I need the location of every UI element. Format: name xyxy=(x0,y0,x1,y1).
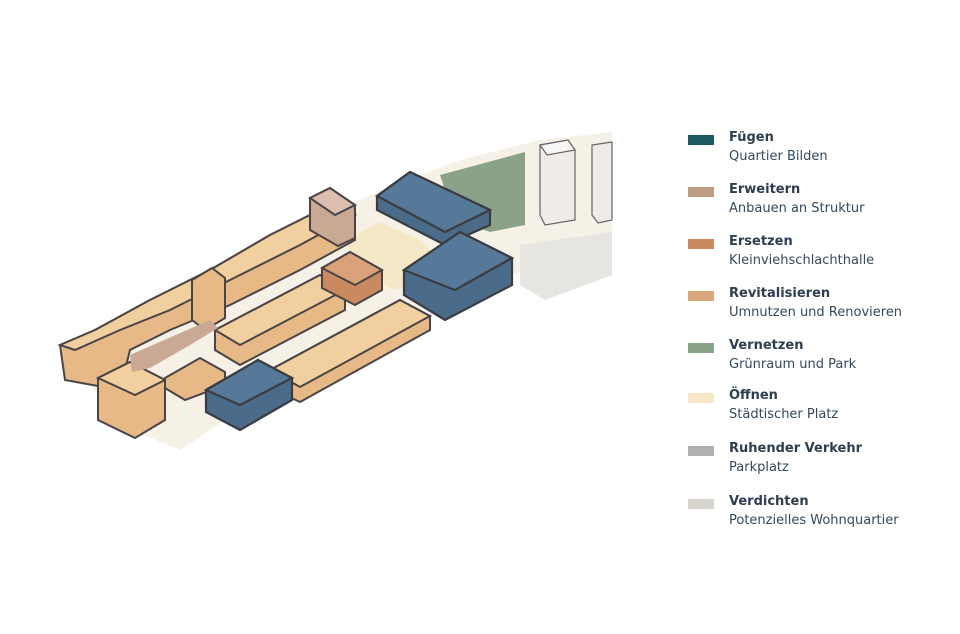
legend-swatch xyxy=(688,499,714,509)
legend-subtitle: Kleinviehschlachthalle xyxy=(729,253,875,268)
revitalize-buildings xyxy=(57,186,433,440)
legend-swatch xyxy=(688,239,714,249)
legend-subtitle: Potenzielles Wohnquartier xyxy=(729,513,899,528)
legend-title: Revitalisieren xyxy=(729,286,831,301)
courtyard-area xyxy=(130,320,218,372)
legend-item-revitalisieren: Revitalisieren Umnutzen und Renovieren xyxy=(688,286,958,326)
legend-item-ersetzen: Ersetzen Kleinviehschlachthalle xyxy=(688,234,958,274)
legend-swatch xyxy=(688,393,714,403)
legend-subtitle: Anbauen an Struktur xyxy=(729,201,865,216)
legend-subtitle: Grünraum und Park xyxy=(729,357,857,372)
legend-swatch xyxy=(688,446,714,456)
legend-item-oeffnen: Öffnen Städtischer Platz xyxy=(688,388,958,428)
legend-title: Verdichten xyxy=(729,494,809,509)
legend-swatch xyxy=(688,291,714,301)
legend-subtitle: Städtischer Platz xyxy=(729,407,839,422)
legend-item-fuegen: Fügen Quartier Bilden xyxy=(688,130,958,170)
legend-title: Ruhender Verkehr xyxy=(729,441,863,456)
legend-swatch xyxy=(688,135,714,145)
legend-item-vernetzen: Vernetzen Grünraum und Park xyxy=(688,338,958,378)
legend-title: Fügen xyxy=(729,130,774,145)
fuegen-buildings xyxy=(203,170,515,432)
legend-title: Ersetzen xyxy=(729,234,793,249)
legend-swatch xyxy=(688,343,714,353)
legend-item-ruhender-verkehr: Ruhender Verkehr Parkplatz xyxy=(688,441,958,481)
densify-buildings xyxy=(538,139,613,226)
legend-item-verdichten: Verdichten Potenzielles Wohnquartier xyxy=(688,494,958,534)
legend-item-erweitern: Erweitern Anbauen an Struktur xyxy=(688,182,958,222)
legend-swatch xyxy=(688,187,714,197)
legend-subtitle: Umnutzen und Renovieren xyxy=(729,305,903,320)
legend-title: Vernetzen xyxy=(729,338,804,353)
legend-title: Öffnen xyxy=(729,388,778,403)
legend-subtitle: Quartier Bilden xyxy=(729,149,828,164)
legend-title: Erweitern xyxy=(729,182,801,197)
parking-area xyxy=(520,232,612,300)
legend-subtitle: Parkplatz xyxy=(729,460,789,475)
